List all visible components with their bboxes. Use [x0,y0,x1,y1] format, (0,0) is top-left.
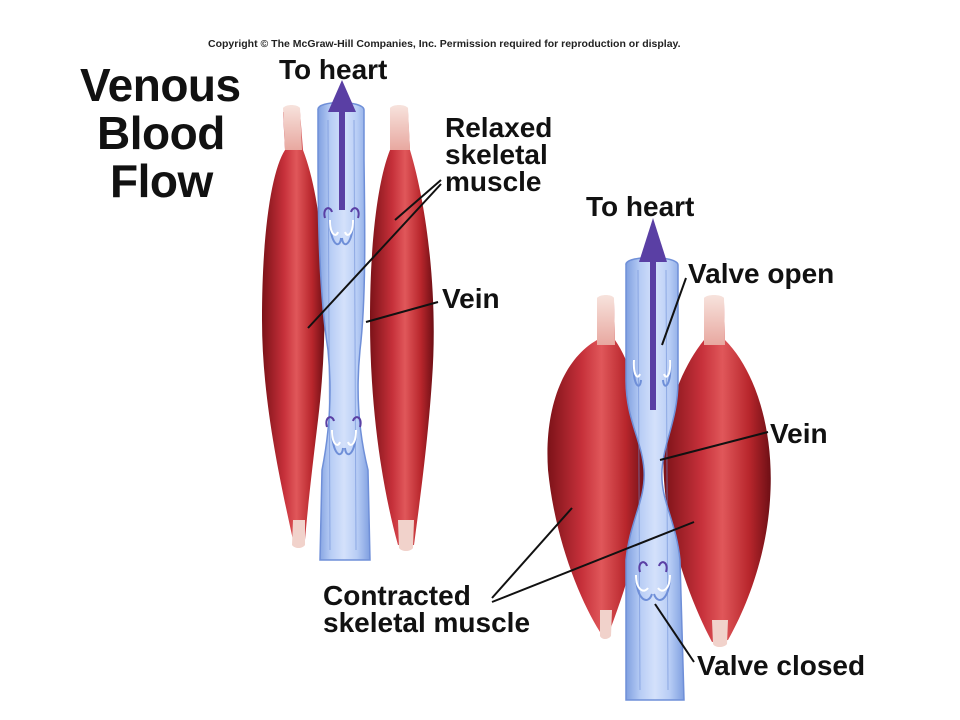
relaxed-line-3: muscle [445,166,542,198]
leader-vein-right [659,431,769,461]
label-relaxed-skeletal-muscle: Relaxed skeletal muscle [445,112,553,198]
leader-valve-closed [654,603,695,663]
valve-closed [635,574,671,601]
relaxed-muscle-left [262,105,325,548]
relaxed-valve-lower [331,429,357,456]
leader-relaxed-right [394,179,442,221]
leader-lines [307,179,769,663]
contracted-backflow-arrows [638,561,668,573]
contracted-line-1: Contracted [323,580,471,611]
leader-relaxed-left [307,183,442,329]
contracted-assembly [547,218,771,701]
to-heart-arrow-left [328,80,356,210]
to-heart-arrow-right [639,218,667,410]
relaxed-assembly [262,80,434,561]
relaxed-line-2: skeletal [445,139,548,171]
relaxed-muscle-right [370,105,434,551]
label-vein-left: Vein [442,283,500,314]
contracted-muscle-right [663,295,771,647]
label-valve-closed: Valve closed [697,650,866,681]
relaxed-backflow-arrows [323,207,362,428]
label-contracted-skeletal-muscle: Contracted skeletal muscle [323,580,531,639]
label-to-heart-left: To heart [279,54,388,85]
label-to-heart-right: To heart [586,191,695,222]
valve-open [632,359,672,387]
relaxed-valve-upper [329,219,354,246]
leader-contracted-left [491,507,573,599]
leader-valve-open [661,277,687,346]
contracted-muscle-left [547,295,646,639]
leader-contracted-right [491,521,695,603]
copyright-notice: Copyright © The McGraw-Hill Companies, I… [208,38,681,50]
title-line-3: Flow [110,155,213,207]
title-line-1: Venous [80,59,241,111]
label-vein-right: Vein [770,418,828,449]
contracted-line-2: skeletal muscle [323,607,531,639]
relaxed-line-1: Relaxed [445,112,553,143]
leader-vein-left [365,301,439,323]
title-line-2: Blood [97,107,225,159]
label-valve-open: Valve open [688,258,835,289]
